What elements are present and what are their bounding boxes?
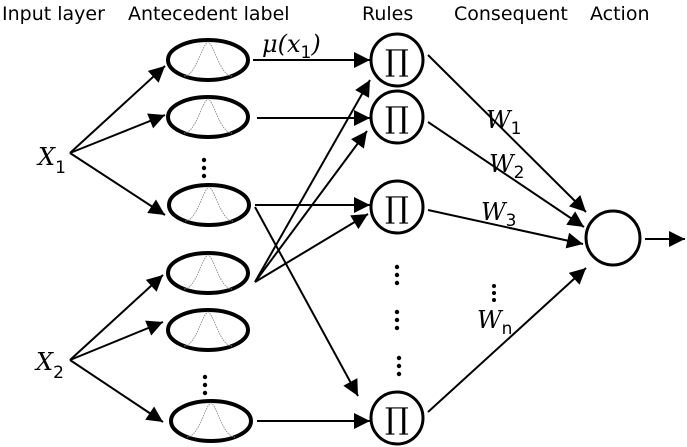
edge-x1-a3 xyxy=(69,152,166,216)
membership-label: μ(x1) xyxy=(262,30,321,63)
rule-ellipsis xyxy=(394,264,402,377)
antecedent-ellipsis-2 xyxy=(202,374,208,396)
gaussian-curve-icon xyxy=(183,98,233,134)
edge-a4-r1 xyxy=(254,79,371,283)
antecedent-node xyxy=(167,183,251,227)
edge-a4-r2 xyxy=(254,130,368,283)
edge-x1-a2 xyxy=(69,113,166,154)
edge-rn-action xyxy=(427,267,587,413)
antecedent-node xyxy=(166,38,250,82)
edge-r1-action xyxy=(427,54,587,213)
header-rules: Rules xyxy=(362,3,413,25)
edge-x2-a4 xyxy=(69,274,164,361)
edge-x1-a1 xyxy=(69,65,166,154)
edge-r2-action xyxy=(427,121,585,228)
gaussian-curve-icon xyxy=(183,41,233,77)
header-input-layer: Input layer xyxy=(2,3,105,25)
weight-wn-label: Wn xyxy=(477,306,512,339)
gaussian-curve-icon xyxy=(186,402,236,438)
antecedent-node xyxy=(166,251,250,295)
gaussian-curve-icon xyxy=(183,254,233,290)
rule-node: ∏ xyxy=(369,390,425,446)
consequent-edges xyxy=(427,54,685,413)
edge-r3-action xyxy=(427,209,584,249)
input-x1-label: X1 xyxy=(36,143,66,178)
weight-w2-label: W2 xyxy=(489,150,525,183)
weight-w3-label: W3 xyxy=(481,198,517,231)
action-node xyxy=(584,209,642,267)
antecedent-node xyxy=(169,399,253,443)
product-icon: ∏ xyxy=(385,191,409,226)
edge-x2-a6 xyxy=(69,359,164,423)
edge-a3-rn xyxy=(254,206,359,397)
header-antecedent-label: Antecedent label xyxy=(128,3,290,25)
rule-node: ∏ xyxy=(369,179,425,235)
rule-node: ∏ xyxy=(369,89,425,145)
product-icon: ∏ xyxy=(385,101,409,136)
edge-a4-r3 xyxy=(254,213,369,283)
antecedent-ellipsis-1 xyxy=(201,157,207,179)
weight-ellipsis xyxy=(492,284,496,302)
weight-w1-label: W1 xyxy=(486,106,522,139)
antecedent-node xyxy=(166,95,250,139)
header-consequent: Consequent xyxy=(454,3,568,25)
gaussian-curve-icon xyxy=(183,311,233,347)
product-icon: ∏ xyxy=(385,44,409,79)
antecedent-node xyxy=(166,308,250,352)
input-x2-label: X2 xyxy=(34,348,64,383)
edge-x2-a5 xyxy=(69,320,164,361)
product-icon: ∏ xyxy=(385,402,409,437)
rule-node: ∏ xyxy=(369,32,425,88)
gaussian-curve-icon xyxy=(184,186,234,222)
antecedent-edges xyxy=(253,52,371,429)
input-edges xyxy=(69,65,166,423)
header-action: Action xyxy=(590,3,650,25)
